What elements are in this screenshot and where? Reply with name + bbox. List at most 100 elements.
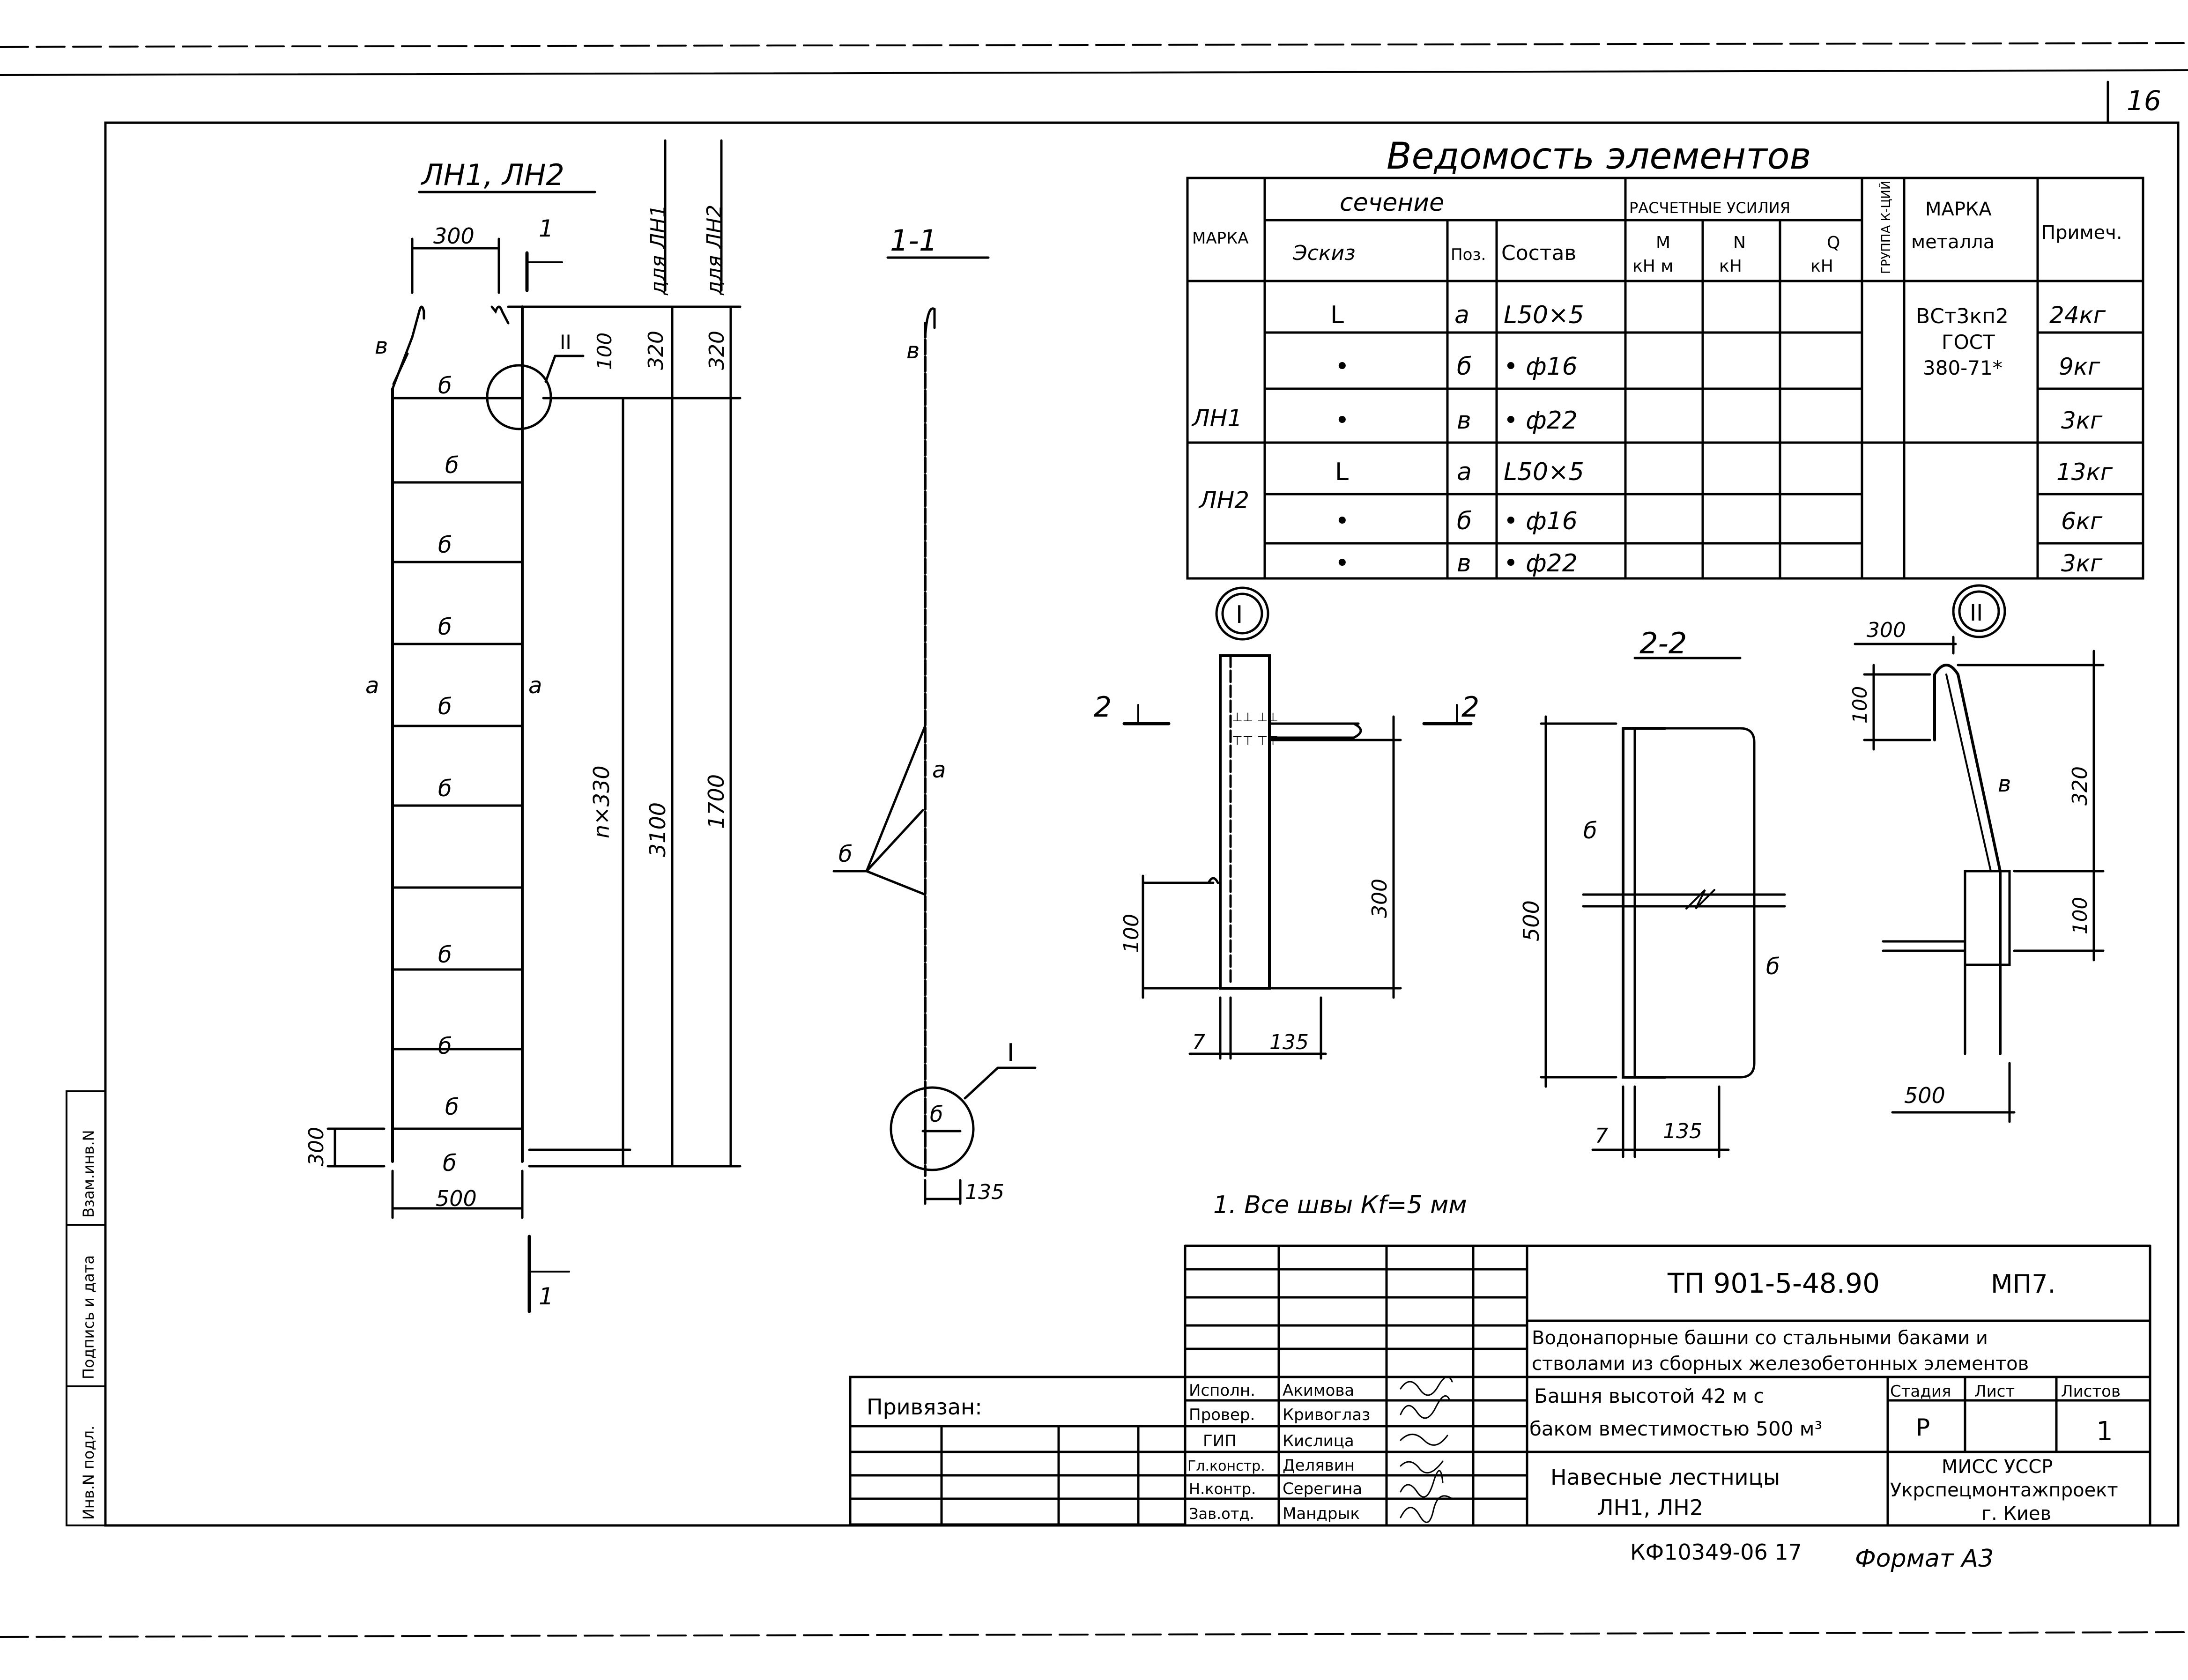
role-5: Н.контр. bbox=[1189, 1480, 1256, 1498]
rung-label-2: б bbox=[445, 452, 459, 479]
side-stamp-inv: Инв.N подл. bbox=[80, 1426, 97, 1520]
section-1-1-title: 1-1 bbox=[890, 223, 937, 258]
row2-comp: • ф16 bbox=[1504, 353, 1578, 381]
detail-i-weld: ⊥⊥ ⊥⊥ bbox=[1232, 710, 1278, 725]
tb-project-1: Водонапорные башни со стальными баками и bbox=[1532, 1327, 1988, 1349]
tb-sheets-label: Листов bbox=[2061, 1382, 2121, 1401]
row4-note: 13кг bbox=[2056, 459, 2113, 486]
detail-i-dim-300: 300 bbox=[1368, 879, 1392, 918]
name-6: Мандрык bbox=[1283, 1504, 1360, 1523]
metal-grade: ВСт3кп2 bbox=[1916, 304, 2009, 328]
tb-org-3: г. Киев bbox=[1981, 1503, 2051, 1525]
detail-ii-label-v: в bbox=[1998, 771, 2011, 797]
hdr-m: M bbox=[1656, 233, 1670, 252]
cut-1-top: 1 bbox=[539, 215, 554, 242]
row5-pos: б bbox=[1457, 507, 1472, 535]
side-label-left: а bbox=[365, 673, 379, 699]
row1-pos: а bbox=[1454, 301, 1469, 329]
tb-org-2: Укрспецмонтажпроект bbox=[1890, 1480, 2118, 1501]
dim-100: 100 bbox=[593, 333, 616, 370]
row5-sketch: • bbox=[1335, 507, 1350, 535]
group-ln2: ЛН2 bbox=[1198, 487, 1249, 514]
side-label-right: а bbox=[528, 673, 542, 699]
row3-pos: в bbox=[1457, 407, 1471, 435]
rung-label-1: б bbox=[438, 373, 452, 399]
dim-nx330: n×330 bbox=[589, 766, 614, 839]
row6-note: 3кг bbox=[2061, 550, 2103, 577]
detail-i-cut-left: 2 bbox=[1094, 691, 1112, 724]
row4-pos: а bbox=[1457, 458, 1472, 486]
hdr-section: сечение bbox=[1340, 189, 1444, 217]
rung-label-6: б bbox=[438, 776, 452, 802]
attached-label: Привязан: bbox=[867, 1394, 982, 1420]
hdr-pos: Поз. bbox=[1451, 245, 1486, 264]
hdr-group: ГРУППА К-ЦИЙ bbox=[1878, 181, 1893, 274]
hdr-metal-mark: МАРКА bbox=[1925, 199, 1992, 220]
row4-comp: L50×5 bbox=[1504, 458, 1584, 486]
name-4: Делявин bbox=[1283, 1456, 1355, 1475]
tb-org-1: МИСС УССР bbox=[1942, 1456, 2053, 1478]
hdr-q-unit: кН bbox=[1810, 257, 1833, 276]
role-3: ГИП bbox=[1203, 1432, 1237, 1451]
tb-code: ТП 901-5-48.90 bbox=[1667, 1267, 1880, 1299]
detail-ii-callout: II bbox=[1970, 600, 1983, 626]
rungs bbox=[391, 397, 524, 1130]
statement-title: Ведомость элементов bbox=[1387, 135, 1811, 178]
section-1-1-label-v: в bbox=[906, 338, 920, 364]
front-view-title: ЛН1, ЛН2 bbox=[421, 158, 564, 192]
hdr-n-unit: кН bbox=[1719, 257, 1742, 276]
section-2-2: 2-2 б б 500 7 135 bbox=[1519, 626, 1786, 1158]
footer-format: Формат А3 bbox=[1855, 1545, 1994, 1573]
dim-left-300: 300 bbox=[304, 1127, 328, 1166]
row5-comp: • ф16 bbox=[1504, 507, 1578, 535]
section-1-1-label-a: а bbox=[932, 757, 946, 783]
side-stamp bbox=[66, 1090, 106, 1526]
detail-ii-dim-100b: 100 bbox=[2069, 897, 2092, 934]
row1-note: 24кг bbox=[2049, 302, 2106, 329]
section-2-2-dim-7: 7 bbox=[1595, 1124, 1608, 1148]
row6-pos: в bbox=[1457, 549, 1471, 577]
tb-album: МП7. bbox=[1991, 1269, 2056, 1299]
section-2-2-dim-135: 135 bbox=[1663, 1119, 1702, 1143]
top-bar-label: в bbox=[375, 333, 388, 359]
row1-comp: L50×5 bbox=[1504, 301, 1584, 329]
tb-object-1: Башня высотой 42 м с bbox=[1534, 1384, 1765, 1407]
footer-code: КФ10349-06 17 bbox=[1630, 1539, 1802, 1565]
name-1: Акимова bbox=[1283, 1381, 1354, 1400]
group-ln1: ЛН1 bbox=[1191, 405, 1242, 432]
section-2-2-label-b-top: б bbox=[1583, 818, 1597, 844]
rung-label-4: б bbox=[438, 614, 452, 640]
row2-sketch: • bbox=[1335, 353, 1350, 381]
row3-sketch: • bbox=[1335, 407, 1350, 435]
weld-note: 1. Все швы Кf=5 мм bbox=[1213, 1191, 1467, 1219]
hdr-notes: Примеч. bbox=[2041, 222, 2122, 244]
role-2: Провер. bbox=[1189, 1406, 1255, 1424]
sheet-number: 16 bbox=[2127, 85, 2161, 117]
row3-comp: • ф22 bbox=[1504, 407, 1578, 435]
statement-table: Ведомость элементов МАРКА сече bbox=[1186, 135, 2144, 580]
rung-label-5: б bbox=[438, 694, 452, 720]
section-2-2-label-b-bottom: б bbox=[1766, 954, 1780, 980]
front-view: ЛН1, ЛН2 б б б б б б б б bbox=[304, 139, 742, 1313]
tb-sheet-title-2: ЛН1, ЛН2 bbox=[1597, 1495, 1703, 1520]
section-2-2-dim-500: 500 bbox=[1519, 900, 1544, 941]
row2-pos: б bbox=[1457, 353, 1472, 381]
detail-ii-dim-300: 300 bbox=[1867, 618, 1906, 642]
tb-stage: Р bbox=[1916, 1414, 1930, 1441]
dim-320-b: 320 bbox=[705, 331, 729, 370]
row1-sketch: L bbox=[1330, 301, 1344, 329]
hdr-forces: РАСЧЕТНЫЕ УСИЛИЯ bbox=[1629, 199, 1790, 217]
tb-sheet-label: Лист bbox=[1974, 1382, 2015, 1401]
section-1-1: 1-1 в а б I б 135 bbox=[832, 223, 1037, 1205]
side-stamp-replace: Взам.инв.N bbox=[80, 1130, 97, 1218]
section-1-1-label-b: б bbox=[838, 841, 853, 867]
callout-i-circle bbox=[890, 1086, 975, 1171]
tb-sheets: 1 bbox=[2096, 1416, 2113, 1447]
name-5: Серегина bbox=[1283, 1480, 1362, 1498]
rung-label-8: б bbox=[438, 1033, 452, 1059]
rung-label-7: б bbox=[438, 942, 452, 968]
signatures bbox=[1400, 1376, 1453, 1523]
hdr-composition: Состав bbox=[1501, 241, 1576, 265]
detail-ii-dim-500: 500 bbox=[1904, 1083, 1945, 1108]
